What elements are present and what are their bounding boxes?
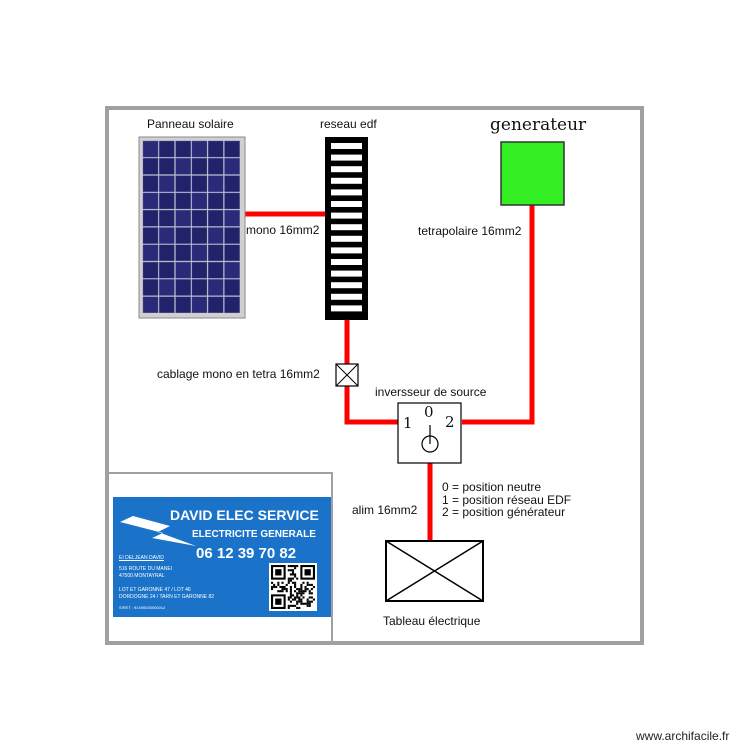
generator-icon bbox=[500, 141, 565, 206]
switch-position-0: 0 bbox=[424, 403, 434, 421]
card-company: DAVID ELEC SERVICE bbox=[170, 507, 319, 523]
legend-position-0: 0 = position neutre bbox=[442, 480, 542, 494]
card-line-4: LOT ET GARONNE 47 / LOT 46 bbox=[119, 587, 191, 593]
card-phone: 06 12 39 70 82 bbox=[196, 545, 297, 562]
card-line-6: SIRET : 91490030000012 bbox=[119, 605, 166, 610]
solar-panel-icon bbox=[138, 136, 246, 319]
mono-cable-label: mono 16mm2 bbox=[246, 223, 320, 237]
card-trade: ELECTRICITE GENERALE bbox=[192, 529, 316, 540]
grid-label: reseau edf bbox=[320, 117, 377, 131]
grid-meter-icon bbox=[325, 137, 368, 320]
source-inverter-icon bbox=[397, 402, 462, 464]
electrical-panel-icon bbox=[385, 540, 484, 602]
qr-code-icon bbox=[269, 563, 317, 611]
card-line-1: EI DELJEAN DAVID bbox=[119, 555, 164, 561]
watermark: www.archifacile.fr bbox=[636, 729, 730, 743]
legend-position-2: 2 = position générateur bbox=[442, 505, 566, 519]
cables bbox=[245, 205, 535, 540]
card-frame bbox=[107, 472, 333, 643]
solar-panel-label: Panneau solaire bbox=[147, 117, 234, 131]
card-line-3: 47500 MONTAYRAL bbox=[119, 573, 165, 579]
generator-label: generateur bbox=[490, 115, 587, 135]
electrical-panel-label: Tableau électrique bbox=[383, 614, 481, 628]
cable-grid-inverter bbox=[344, 320, 398, 425]
tetra-cable-label: tetrapolaire 16mm2 bbox=[418, 224, 522, 238]
supply-cable-label: alim 16mm2 bbox=[352, 503, 418, 517]
card-line-2: 516 ROUTE DU MANEI bbox=[119, 566, 173, 572]
legend-position-1: 1 = position réseau EDF bbox=[442, 493, 572, 507]
wiring-note-label: cablage mono en tetra 16mm2 bbox=[157, 367, 320, 381]
cable-generator-inverter bbox=[462, 205, 535, 425]
switch-position-1: 1 bbox=[403, 414, 413, 432]
card-line-5: DORDOGNE 24 / TARN ET GARONNE 82 bbox=[119, 594, 215, 600]
junction-box-icon bbox=[335, 363, 359, 387]
switch-position-2: 2 bbox=[445, 413, 455, 431]
inverter-label: inversseur de source bbox=[375, 385, 487, 399]
lightning-icon bbox=[120, 516, 196, 546]
